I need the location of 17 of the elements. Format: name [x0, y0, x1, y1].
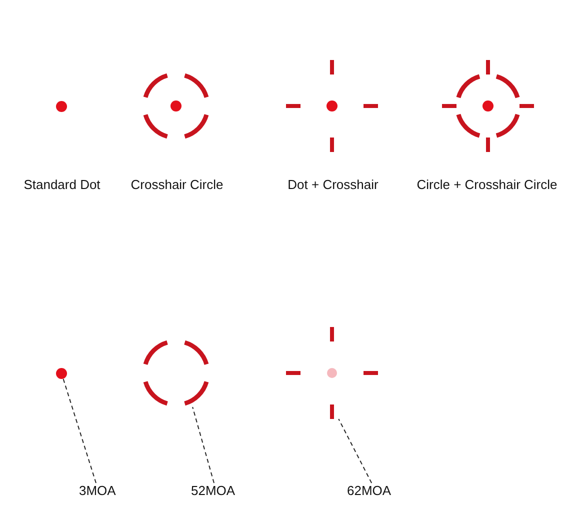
reticle-caption: Circle + Crosshair Circle	[416, 177, 558, 193]
leader-line	[62, 378, 96, 484]
circle-reticle-icon	[142, 339, 210, 407]
dot-reticle-icon	[56, 368, 66, 378]
leader-line	[338, 418, 372, 484]
dot-reticle-icon	[56, 100, 66, 112]
size-label: 62MOA	[347, 483, 392, 499]
reticle-caption: Dot + Crosshair	[288, 177, 378, 193]
reticle-caption: Standard Dot	[24, 177, 100, 193]
reticle-caption: Crosshair Circle	[130, 177, 224, 193]
circle-crosshair-reticle-icon	[442, 60, 534, 152]
size-label: 52MOA	[191, 483, 236, 499]
circle-reticle-icon	[142, 72, 210, 140]
leader-line	[192, 406, 214, 484]
crosshair-reticle-icon	[286, 327, 378, 419]
size-label: 3MOA	[79, 483, 116, 499]
crosshair-reticle-icon	[286, 60, 378, 152]
